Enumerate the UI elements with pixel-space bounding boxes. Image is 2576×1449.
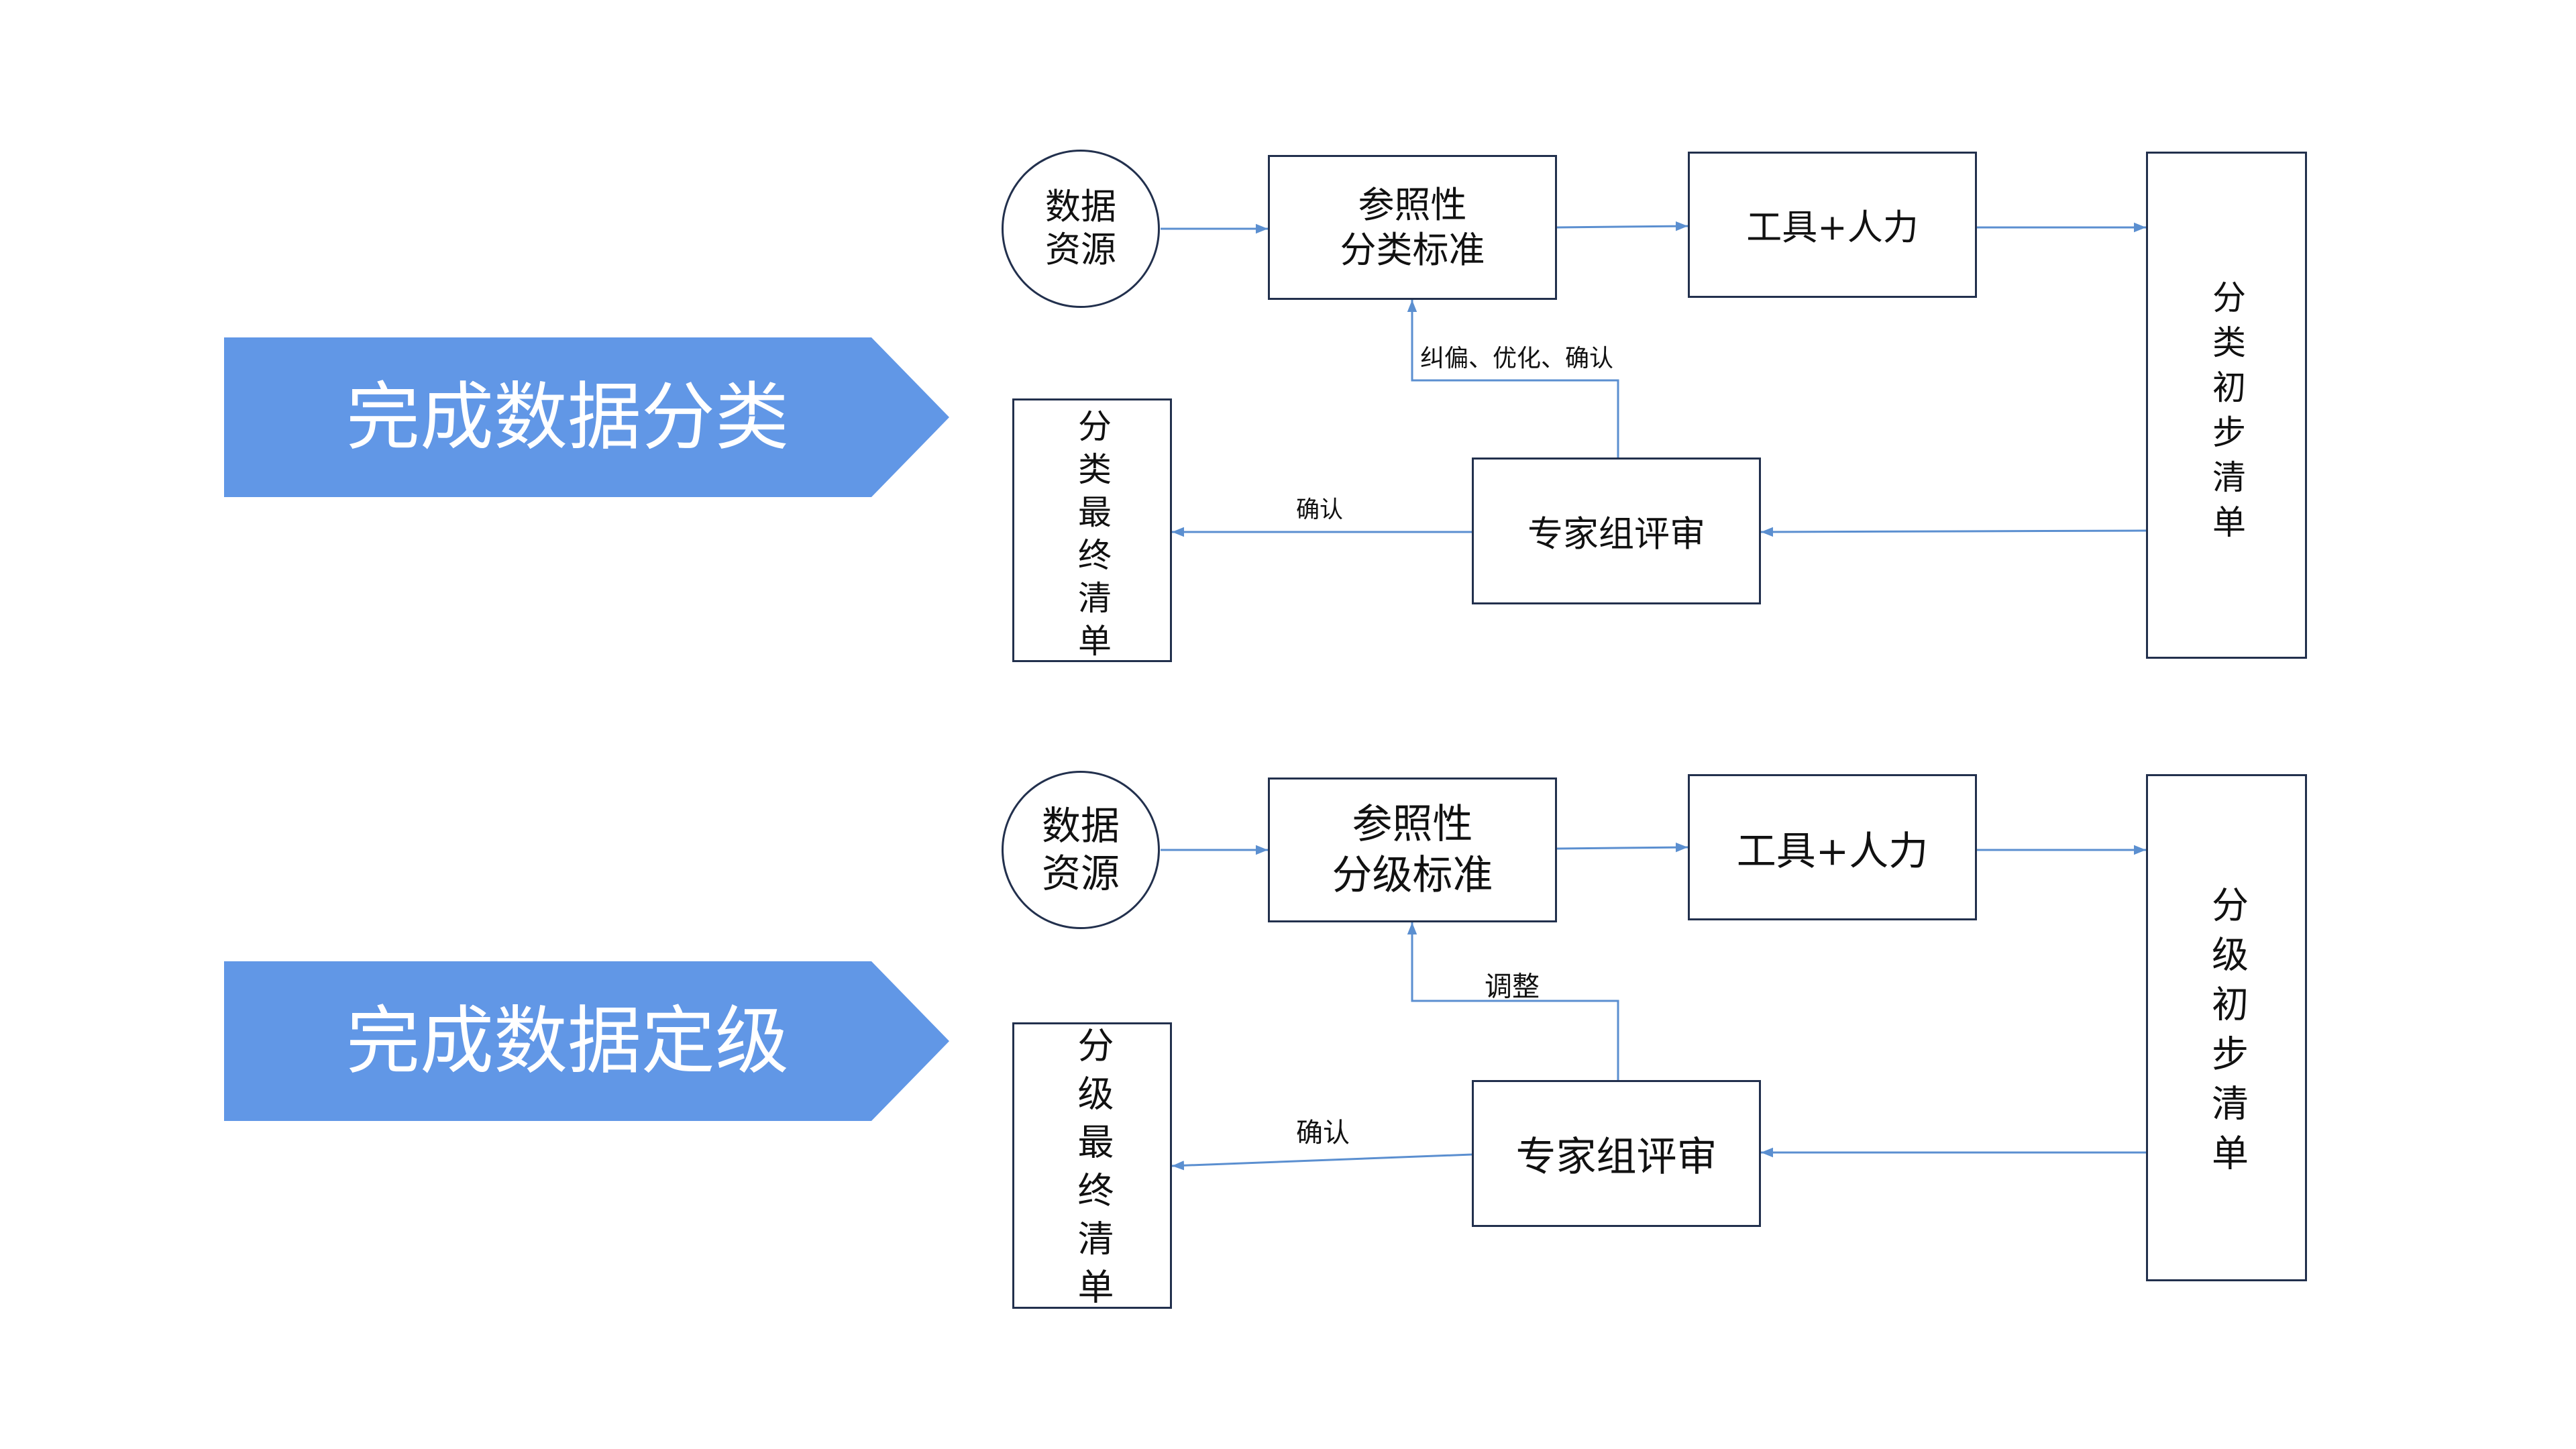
banner-title: 完成数据定级 xyxy=(346,998,789,1084)
reference-standard-label-line-2: 分级标准 xyxy=(1332,852,1493,899)
expert-review-node: 专家组评审 xyxy=(1472,458,1761,604)
reference-standard-node: 参照性 分类标准 xyxy=(1268,155,1557,300)
expert-review-node: 专家组评审 xyxy=(1472,1080,1761,1227)
reference-standard-label-line-1: 参照性 xyxy=(1352,801,1473,848)
edge-review-to-final-list xyxy=(1171,1153,1472,1171)
final-list-label: 分级最终清单 xyxy=(1071,1026,1114,1316)
final-list-node: 分级最终清单 xyxy=(1012,1022,1172,1316)
edge-label-feedback: 调整 xyxy=(1485,970,1540,1003)
data-source-label-line-2: 资源 xyxy=(1045,229,1116,270)
tools-manpower-label: 工具+人力 xyxy=(1736,827,1929,874)
preliminary-list-label: 分类初步清单 xyxy=(2207,280,2246,549)
edge-label-confirm: 确认 xyxy=(1295,496,1344,524)
tools-manpower-node: 工具+人力 xyxy=(1688,774,1977,920)
classification-banner: 完成数据分类 xyxy=(224,337,949,497)
reference-standard-label-line-2: 分类标准 xyxy=(1340,229,1485,271)
edge-standard-to-tools xyxy=(1556,842,1688,853)
edge-label-confirm: 确认 xyxy=(1296,1118,1350,1148)
data-source-node: 数据 资源 xyxy=(1002,771,1160,929)
data-source-label-line-1: 数据 xyxy=(1045,186,1116,227)
expert-review-label: 专家组评审 xyxy=(1527,513,1705,555)
tools-manpower-node: 工具+人力 xyxy=(1688,152,1977,298)
data-source-node: 数据 资源 xyxy=(1002,150,1160,308)
edge-review-feedback-to-standard xyxy=(1407,300,1619,458)
preliminary-list-label: 分级初步清单 xyxy=(2205,885,2249,1183)
reference-standard-node: 参照性 分级标准 xyxy=(1268,777,1557,922)
edge-review-feedback-to-standard xyxy=(1407,922,1619,1080)
preliminary-list-node: 分级初步清单 xyxy=(2146,774,2307,1281)
edge-preliminary-list-to-review xyxy=(1760,527,2147,537)
tools-manpower-label: 工具+人力 xyxy=(1746,207,1919,248)
final-list-label: 分类最终清单 xyxy=(1073,408,1112,666)
final-list-node: 分类最终清单 xyxy=(1012,398,1172,666)
data-source-label-line-2: 资源 xyxy=(1041,851,1120,896)
preliminary-list-node: 分类初步清单 xyxy=(2146,152,2307,659)
edge-label-feedback: 纠偏、优化、确认 xyxy=(1419,345,1614,372)
expert-review-label: 专家组评审 xyxy=(1515,1134,1717,1181)
reference-standard-label-line-1: 参照性 xyxy=(1358,184,1467,226)
data-source-label-line-1: 数据 xyxy=(1041,803,1120,849)
edge-standard-to-tools xyxy=(1556,221,1688,231)
banner-title: 完成数据分类 xyxy=(346,374,789,460)
grading-banner: 完成数据定级 xyxy=(224,961,949,1121)
